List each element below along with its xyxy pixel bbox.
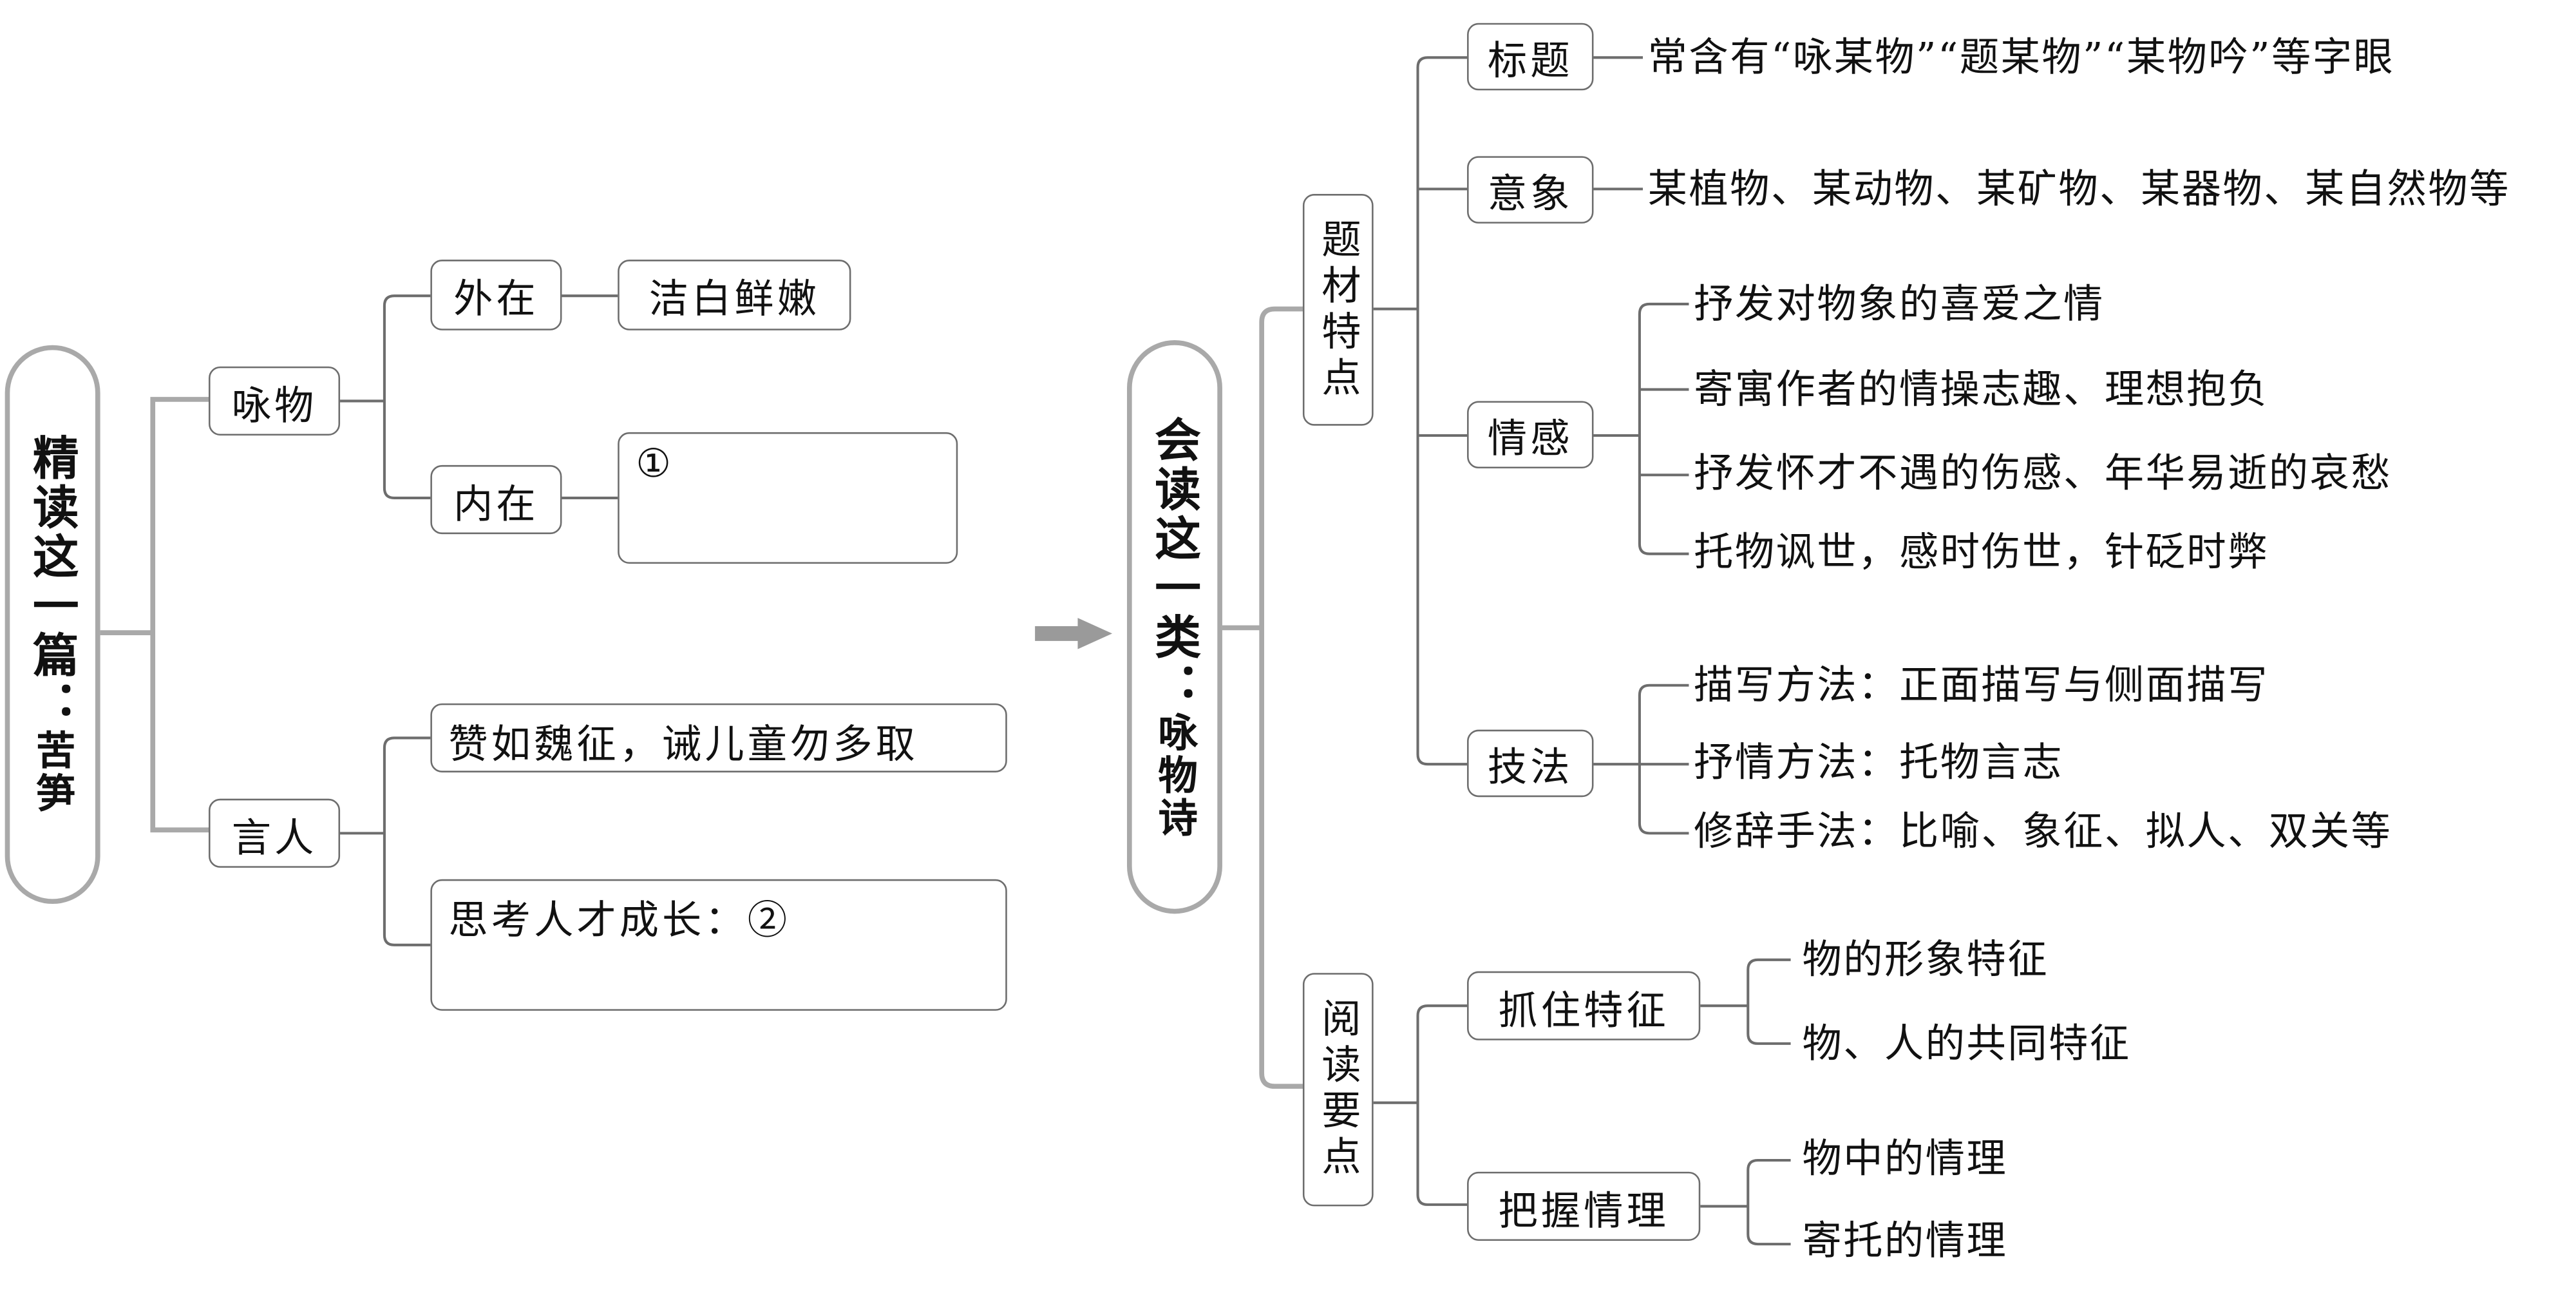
node-ticai-tedian: 题材特点	[1302, 194, 1374, 426]
item-qinggan-0: 抒发对物象的喜爱之情	[1694, 281, 2105, 327]
item-zhuazhu-0: 物的形象特征	[1802, 937, 2049, 983]
line-qinggan-items	[1593, 302, 1689, 555]
item-qinggan-2: 抒发怀才不遇的伤感、年华易逝的哀愁	[1694, 450, 2392, 497]
item-zhuazhu-1: 物、人的共同特征	[1802, 1020, 2131, 1067]
line-ticai-children	[1373, 56, 1468, 766]
line-yuedu-children	[1373, 1004, 1468, 1206]
item-jifa-0: 描写方法：正面描写与侧面描写	[1694, 662, 2269, 709]
line-right-root-trunk	[1222, 306, 1303, 1089]
node-biaoti: 标题	[1467, 23, 1594, 91]
right-root-title: 会读这一类	[1148, 415, 1203, 662]
node-waizai-content: 洁白鲜嫩	[618, 260, 851, 330]
right-root-node: 会读这一类：咏物诗	[1126, 340, 1222, 914]
line-yanren-children	[340, 736, 431, 946]
left-root-title: 精读这一篇	[26, 434, 80, 681]
node-neizai: 内在	[430, 464, 562, 535]
node-yongwu: 咏物	[208, 366, 341, 436]
node-yanren-praise: 赞如魏征，诫儿童勿多取	[430, 703, 1007, 772]
line-yongwu-children	[340, 294, 431, 499]
item-biaoti-0: 常含有“咏某物”“题某物”“某物吟”等字眼	[1647, 34, 2395, 81]
node-yanren-reflect-blank[interactable]: 思考人才成长：②	[430, 879, 1007, 1011]
right-root-colon: ：	[1148, 661, 1203, 711]
line-left-root-trunk	[100, 397, 209, 833]
item-yixiang-0: 某植物、某动物、某矿物、某器物、某自然物等	[1647, 166, 2510, 213]
item-qinggan-3: 托物讽世，感时伤世，针砭时弊	[1694, 529, 2269, 575]
item-jifa-2: 修辞手法：比喻、象征、拟人、双关等	[1694, 809, 2392, 855]
node-neizai-content-blank[interactable]: ①	[618, 432, 958, 564]
item-qinggan-1: 寄寓作者的情操志趣、理想抱负	[1694, 366, 2269, 413]
left-root-colon: ：	[26, 680, 80, 730]
node-bawo-qingli: 把握情理	[1467, 1171, 1701, 1241]
left-root-node: 精读这一篇：苦笋	[5, 345, 100, 905]
line-bawo-items	[1700, 1158, 1791, 1246]
line-jifa-items	[1593, 684, 1689, 835]
left-root-subject: 苦笋	[28, 729, 75, 816]
node-zhuazhu-tezheng: 抓住特征	[1467, 971, 1701, 1040]
node-yixiang: 意象	[1467, 156, 1594, 224]
right-root-subject: 咏物诗	[1150, 711, 1197, 839]
node-jifa: 技法	[1467, 729, 1594, 798]
node-qinggan: 情感	[1467, 401, 1594, 469]
node-yanren: 言人	[208, 798, 341, 868]
item-bawo-1: 寄托的情理	[1802, 1218, 2008, 1264]
node-waizai: 外在	[430, 260, 562, 330]
item-jifa-1: 抒情方法：托物言志	[1694, 739, 2064, 786]
item-bawo-0: 物中的情理	[1802, 1135, 2008, 1182]
line-zhuazhu-items	[1700, 958, 1791, 1045]
arrow-right-icon	[1035, 618, 1113, 649]
node-yuedu-yaodian: 阅读要点	[1302, 973, 1374, 1207]
